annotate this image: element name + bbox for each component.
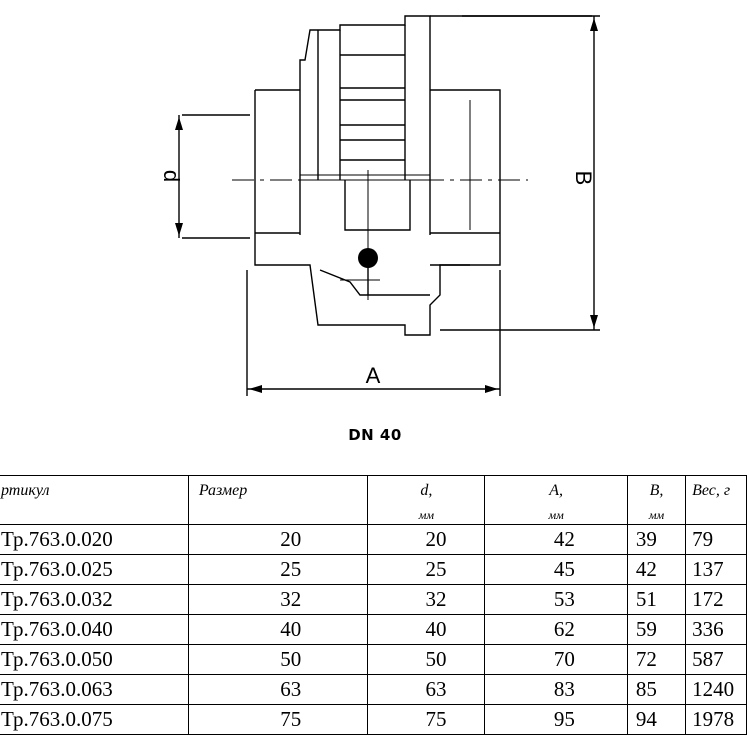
cell-b: 94 — [626, 704, 687, 735]
cell-size: 32 — [187, 584, 369, 615]
cell-weight: 336 — [685, 614, 747, 645]
cell-d: 20 — [367, 524, 486, 555]
cell-weight: 172 — [685, 584, 747, 615]
cell-d: 75 — [367, 704, 486, 735]
cell-weight: 137 — [685, 554, 747, 585]
cell-a: 53 — [484, 584, 628, 615]
cell-article: Тр.763.0.020 — [0, 524, 189, 555]
cell-d: 50 — [367, 644, 486, 675]
cell-article: Тр.763.0.050 — [0, 644, 189, 675]
drawing-caption: DN 40 — [348, 426, 402, 444]
seal-o-ring — [358, 248, 378, 268]
cell-a: 62 — [484, 614, 628, 645]
header-article: ртикул — [0, 475, 189, 525]
header-d: d,мм — [367, 475, 486, 525]
union-nut-outline — [299, 15, 431, 235]
lower-body-outline — [300, 264, 470, 336]
cell-size: 50 — [187, 644, 369, 675]
header-size: Размер — [187, 475, 369, 525]
cell-b: 42 — [626, 554, 687, 585]
cell-a: 42 — [484, 524, 628, 555]
cell-size: 75 — [187, 704, 369, 735]
cell-a: 95 — [484, 704, 628, 735]
cell-b: 51 — [626, 584, 687, 615]
cell-size: 25 — [187, 554, 369, 585]
cell-size: 63 — [187, 674, 369, 705]
cell-size: 20 — [187, 524, 369, 555]
cell-d: 40 — [367, 614, 486, 645]
dimensions-table: ртикул Размер d,мм A,мм B,мм Вес, г Тр.7… — [0, 475, 747, 735]
cell-d: 25 — [367, 554, 486, 585]
cell-article: Тр.763.0.063 — [0, 674, 189, 705]
cell-a: 83 — [484, 674, 628, 705]
dimension-d-label: d — [159, 170, 184, 182]
dimension-a-label: A — [366, 363, 381, 388]
cell-size: 40 — [187, 614, 369, 645]
cell-b: 59 — [626, 614, 687, 645]
cell-a: 45 — [484, 554, 628, 585]
dimension-b-label: B — [571, 171, 596, 186]
cell-weight: 79 — [685, 524, 747, 555]
cell-b: 72 — [626, 644, 687, 675]
cell-weight: 1240 — [685, 674, 747, 705]
body-outline — [254, 89, 501, 266]
cell-article: Тр.763.0.075 — [0, 704, 189, 735]
cell-d: 32 — [367, 584, 486, 615]
header-a: A,мм — [484, 475, 628, 525]
cell-weight: 587 — [685, 644, 747, 675]
technical-drawing: d B A — [159, 15, 600, 396]
header-weight: Вес, г — [685, 475, 747, 525]
header-b: B,мм — [626, 475, 687, 525]
table-header-row: ртикул Размер d,мм A,мм B,мм Вес, г — [0, 475, 747, 525]
cell-b: 85 — [626, 674, 687, 705]
cell-d: 63 — [367, 674, 486, 705]
cell-b: 39 — [626, 524, 687, 555]
cell-article: Тр.763.0.040 — [0, 614, 189, 645]
cell-a: 70 — [484, 644, 628, 675]
cell-article: Тр.763.0.032 — [0, 584, 189, 615]
cell-weight: 1978 — [685, 704, 747, 735]
cell-article: Тр.763.0.025 — [0, 554, 189, 585]
